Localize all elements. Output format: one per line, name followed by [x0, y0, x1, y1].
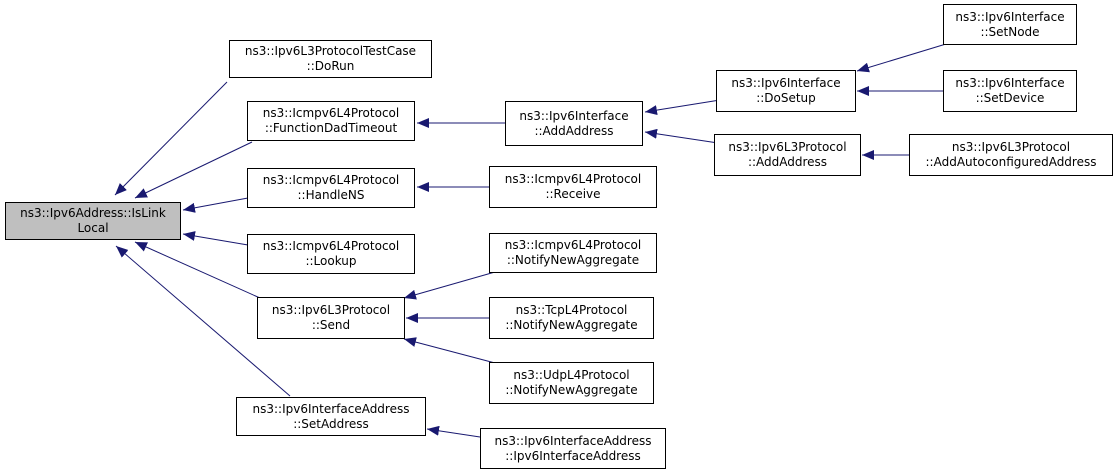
node-ipv6interface-dosetup[interactable]: ns3::Ipv6Interface ::DoSetup [716, 70, 856, 112]
node-ipv6l3protocol-addautoconfiguredaddress[interactable]: ns3::Ipv6L3Protocol ::AddAutoconfiguredA… [909, 134, 1113, 176]
node-ipv6l3protocol-send[interactable]: ns3::Ipv6L3Protocol ::Send [257, 297, 405, 339]
edge-icmp_dad_timeout-to-root [134, 141, 253, 199]
node-label-line1: ns3::Icmpv6L4Protocol [262, 239, 400, 253]
node-label-line1: ns3::Icmpv6L4Protocol [262, 106, 400, 120]
node-label-line2: ::AddAddress [747, 155, 828, 169]
node-label-line2: ::SetNode [980, 24, 1040, 39]
edge-test_do_run-to-root [114, 81, 228, 196]
node-icmpv6l4protocol-functiondadtimeout[interactable]: ns3::Icmpv6L4Protocol ::FunctionDadTimeo… [247, 101, 415, 141]
node-ipv6address-islinklocal[interactable]: ns3::Ipv6Address::IsLink Local [5, 202, 181, 240]
node-udpl4protocol-notifynewaggregate[interactable]: ns3::UdpL4Protocol ::NotifyNewAggregate [489, 362, 654, 404]
node-label-line1: ns3::Ipv6Interface [731, 76, 841, 90]
node-ipv6interface-setnode[interactable]: ns3::Ipv6Interface ::SetNode [943, 4, 1077, 45]
node-label-line1: ns3::Ipv6L3Protocol [951, 140, 1071, 154]
node-icmpv6l4protocol-notifynewaggregate[interactable]: ns3::Icmpv6L4Protocol ::NotifyNewAggrega… [489, 233, 657, 273]
node-label-line2: ::Receive [545, 187, 601, 201]
node-ipv6l3protocoltestcase-dorun[interactable]: ns3::Ipv6L3ProtocolTestCase ::DoRun [229, 40, 432, 78]
node-label-line2: ::AddAutoconfiguredAddress [925, 155, 1097, 169]
node-icmpv6l4protocol-receive[interactable]: ns3::Icmpv6L4Protocol ::Receive [489, 166, 657, 208]
node-label-line1: ns3::Ipv6InterfaceAddress [494, 433, 652, 448]
edge-l3_add_address-to-iface_add_address [644, 128, 719, 144]
node-label-line2: ::NotifyNewAggregate [505, 383, 638, 397]
edge-ifaddr_ctor-to-ifaddr_set_address [426, 425, 481, 438]
node-label-line1: ns3::Icmpv6L4Protocol [504, 238, 642, 252]
node-ipv6l3protocol-addaddress[interactable]: ns3::Ipv6L3Protocol ::AddAddress [714, 134, 861, 176]
node-label-line2: ::SetDevice [975, 91, 1045, 105]
edge-l3_send-to-root [134, 241, 261, 299]
node-ipv6interfaceaddress-setaddress[interactable]: ns3::Ipv6InterfaceAddress ::SetAddress [236, 397, 426, 436]
node-label-line2: Local [77, 221, 109, 235]
node-label-line2: ::AddAddress [534, 123, 614, 138]
edge-icmp_handle_ns-to-root [182, 197, 249, 213]
node-ipv6interfaceaddress-ipv6interfaceaddress[interactable]: ns3::Ipv6InterfaceAddress ::Ipv6Interfac… [480, 428, 666, 469]
node-label-line2: ::DoRun [306, 59, 355, 73]
node-label-line1: ns3::Ipv6Interface [519, 108, 629, 123]
node-label-line2: ::Lookup [305, 254, 357, 268]
edge-iface_set_node-to-iface_do_setup [856, 43, 947, 73]
edge-udp_notify-to-l3_send [403, 337, 496, 364]
node-label-line2: ::NotifyNewAggregate [505, 318, 638, 332]
edge-icmp_notify-to-l3_send [403, 271, 496, 300]
node-label-line2: ::FunctionDadTimeout [264, 121, 398, 135]
node-ipv6interface-addaddress[interactable]: ns3::Ipv6Interface ::AddAddress [505, 101, 643, 146]
node-label-line1: ns3::TcpL4Protocol [515, 303, 628, 317]
node-label-line2: ::DoSetup [756, 91, 816, 105]
node-label-line2: ::Send [311, 318, 351, 332]
node-label-line2: ::SetAddress [293, 416, 369, 431]
node-label-line1: ns3::Icmpv6L4Protocol [504, 172, 642, 186]
node-label-line1: ns3::Ipv6Interface [955, 9, 1065, 24]
node-ipv6interface-setdevice[interactable]: ns3::Ipv6Interface ::SetDevice [943, 70, 1077, 112]
node-label-line1: ns3::Ipv6L3ProtocolTestCase [244, 44, 417, 58]
node-label-line1: ns3::Ipv6Interface [955, 76, 1065, 90]
node-label-line2: ::HandleNS [297, 188, 365, 202]
node-label-line1: ns3::UdpL4Protocol [513, 368, 630, 382]
edge-icmp_lookup-to-root [182, 231, 249, 246]
node-label-line2: ::NotifyNewAggregate [506, 253, 640, 267]
node-label-line1: ns3::Ipv6InterfaceAddress [252, 401, 410, 416]
node-label-line1: ns3::Ipv6L3Protocol [271, 303, 391, 317]
node-icmpv6l4protocol-handlens[interactable]: ns3::Icmpv6L4Protocol ::HandleNS [247, 168, 415, 208]
node-label-line1: ns3::Ipv6Address::IsLink [20, 206, 166, 220]
edge-iface_do_setup-to-iface_add_address [644, 99, 721, 116]
node-label-line2: ::Ipv6InterfaceAddress [505, 448, 641, 463]
node-label-line1: ns3::Icmpv6L4Protocol [262, 173, 400, 187]
node-icmpv6l4protocol-lookup[interactable]: ns3::Icmpv6L4Protocol ::Lookup [247, 234, 415, 274]
node-tcpl4protocol-notifynewaggregate[interactable]: ns3::TcpL4Protocol ::NotifyNewAggregate [489, 297, 654, 339]
node-label-line1: ns3::Ipv6L3Protocol [728, 140, 847, 154]
edge-ifaddr_set_address-to-root [115, 245, 291, 397]
